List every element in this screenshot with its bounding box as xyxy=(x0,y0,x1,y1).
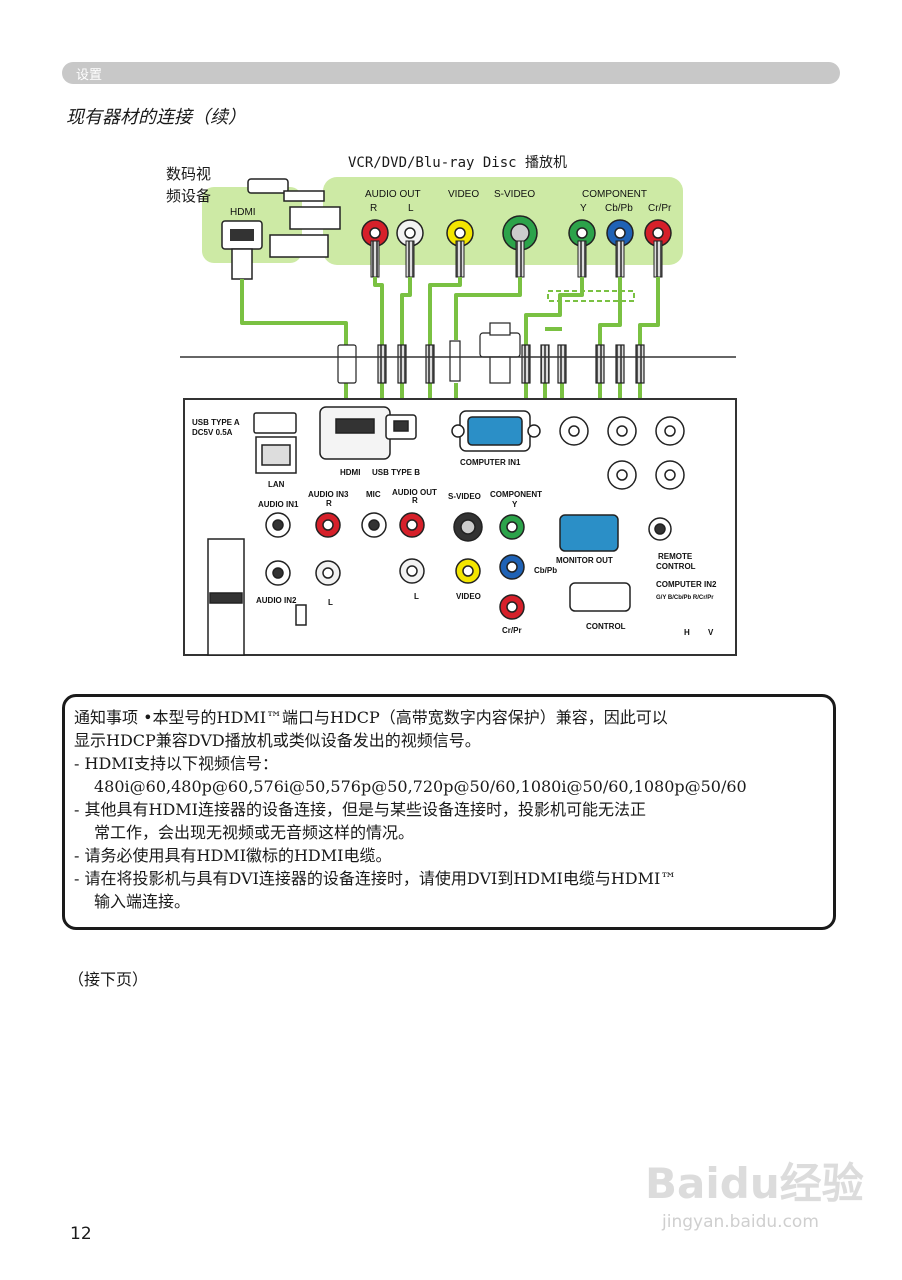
cbpb-port-label: Cb/Pb xyxy=(534,566,557,575)
r-source-label: R xyxy=(370,203,377,214)
watermark-logo: Baidu经验 xyxy=(645,1159,864,1208)
connection-diagram: VCR/DVD/Blu-ray Disc 播放机 数码视 频设备 HDMI AU… xyxy=(166,155,737,656)
monitor-out-label: MONITOR OUT xyxy=(556,556,613,565)
l-source-label: L xyxy=(408,203,414,214)
lan-label: LAN xyxy=(268,480,285,489)
notice-text: 通知事项 •本型号的HDMI™端口与HDCP（高带宽数字内容保护）兼容，因此可以… xyxy=(74,706,747,913)
dashed-adapter-bracket xyxy=(547,290,635,302)
usb-type-b-label: USB TYPE B xyxy=(372,468,420,477)
notice-line: 显示HDCP兼容DVD播放机或类似设备发出的视频信号。 xyxy=(74,731,481,750)
section-title: 设置 xyxy=(76,68,103,83)
section-header-bar: 设置 xyxy=(62,62,840,84)
source-jacks xyxy=(361,215,672,251)
component-cb-cable xyxy=(598,277,622,345)
usb-a-port xyxy=(253,412,297,434)
player-title: VCR/DVD/Blu-ray Disc 播放机 xyxy=(348,155,567,171)
audio-out-source-label: AUDIO OUT xyxy=(365,189,421,200)
video-port-label: VIDEO xyxy=(456,592,481,601)
notice-line: 480i@60,480p@60,576i@50,576p@50,720p@50/… xyxy=(94,777,747,796)
hdmi-port-label: HDMI xyxy=(340,468,360,477)
notice-line: - 其他具有HDMI连接器的设备连接，但是与某些设备连接时，投影机可能无法正 xyxy=(74,800,646,819)
audio-in1-label: AUDIO IN1 xyxy=(258,500,299,509)
remote-label-1: REMOTE xyxy=(658,552,693,561)
component-source-label: COMPONENT xyxy=(582,189,647,200)
v-label: V xyxy=(708,628,714,637)
notice-line: - 请在将投影机与具有DVI连接器的设备连接时，请使用DVI到HDMI电缆与HD… xyxy=(74,869,677,888)
svideo-cable xyxy=(454,277,522,340)
l-mid-label: L xyxy=(414,592,419,601)
audio-out-r-label: R xyxy=(412,496,418,505)
usb-dc-label: DC5V 0.5A xyxy=(192,428,233,437)
mid-connectors xyxy=(337,322,645,384)
notice-line: - 请务必使用具有HDMI徽标的HDMI电缆。 xyxy=(74,846,392,865)
audio-in3-label: AUDIO IN3 xyxy=(308,490,349,499)
component-y-cable xyxy=(524,277,584,345)
computer-in2-columns: G/Y B/Cb/Pb R/Cr/Pr xyxy=(656,595,714,601)
svideo-source-label: S-VIDEO xyxy=(494,189,535,200)
h-label: H xyxy=(684,628,690,637)
cbpb-source-label: Cb/Pb xyxy=(605,203,633,214)
y-source-label: Y xyxy=(580,203,587,214)
hdmi-source-connector-icon xyxy=(221,220,263,280)
notice-line: - HDMI支持以下视频信号： xyxy=(74,754,278,773)
hdmi-source-label: HDMI xyxy=(230,207,256,218)
usb-type-a-label: USB TYPE A xyxy=(192,418,240,427)
device-label-line2: 频设备 xyxy=(166,187,211,205)
set-top-box-icon xyxy=(247,178,341,258)
video-cable xyxy=(428,277,462,345)
computer-in2-label: COMPUTER IN2 xyxy=(656,580,717,589)
watermark-url: jingyan.baidu.com xyxy=(662,1212,819,1232)
control-label: CONTROL xyxy=(586,622,626,631)
monitor-out-port xyxy=(559,514,619,552)
audio-r-cable xyxy=(373,277,384,345)
notice-line: 常工作，会出现无视频或无音频这样的情况。 xyxy=(94,823,415,842)
notice-box xyxy=(62,694,836,930)
audio-in2-label: AUDIO IN2 xyxy=(256,596,297,605)
component-y-label: Y xyxy=(512,500,518,509)
audio-l-cable xyxy=(400,277,412,345)
remote-label-2: CONTROL xyxy=(656,562,696,571)
continued-label: （接下页） xyxy=(68,970,149,989)
notice-line: 输入端连接。 xyxy=(94,892,191,911)
page-number: 12 xyxy=(70,1224,92,1244)
video-source-label: VIDEO xyxy=(448,189,479,200)
computer-in1-label: COMPUTER IN1 xyxy=(460,458,521,467)
l-left-label: L xyxy=(328,598,333,607)
component-cr-cable xyxy=(638,277,660,345)
hdmi-cable xyxy=(240,279,348,345)
svideo-port-label: S-VIDEO xyxy=(448,492,481,501)
notice-line: 通知事项 •本型号的HDMI™端口与HDCP（高带宽数字内容保护）兼容，因此可以 xyxy=(74,708,668,727)
crpr-port-label: Cr/Pr xyxy=(502,626,522,635)
audio-out-port-label: AUDIO OUT xyxy=(392,488,437,497)
page-subtitle: 现有器材的连接（续） xyxy=(66,107,246,128)
device-label-line1: 数码视 xyxy=(166,165,211,183)
mic-label: MIC xyxy=(366,490,381,499)
control-port xyxy=(569,582,631,612)
component-port-label: COMPONENT xyxy=(490,490,542,499)
audio-in3-r-label: R xyxy=(326,499,332,508)
crpr-source-label: Cr/Pr xyxy=(648,203,672,214)
panel-ports xyxy=(207,406,685,656)
